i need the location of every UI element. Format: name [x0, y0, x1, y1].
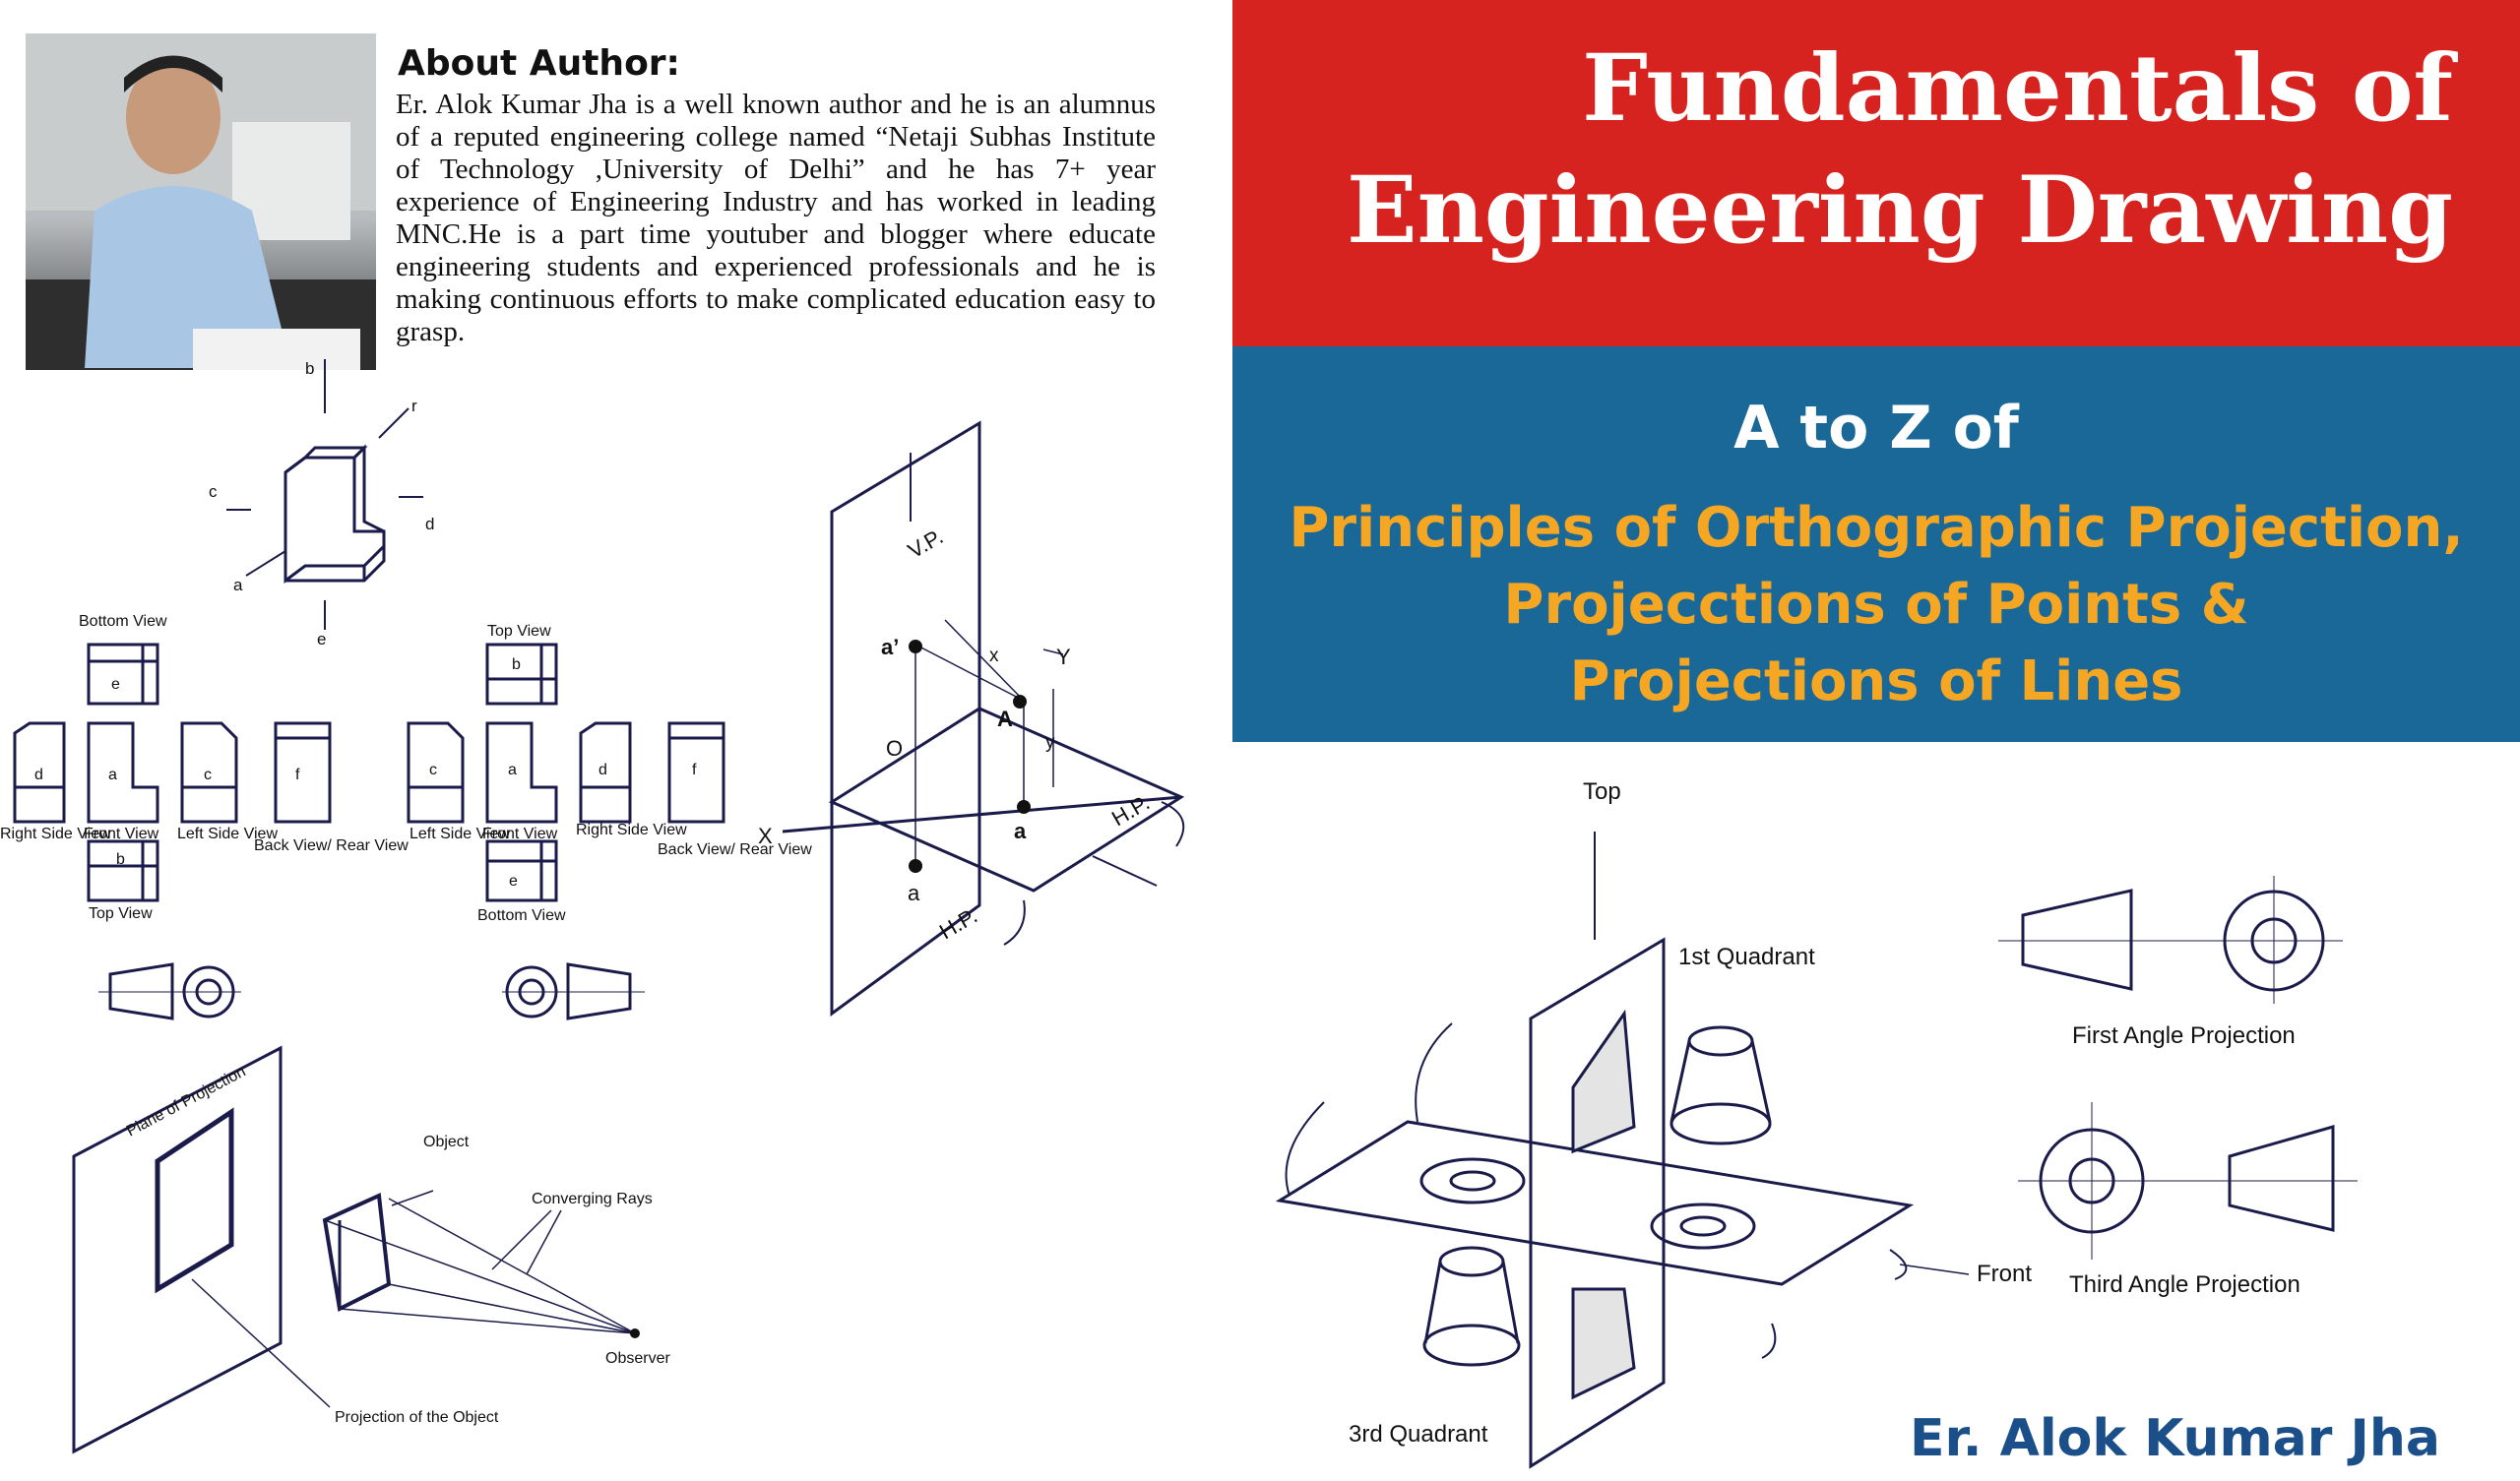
y-axis-label: Y	[1056, 645, 1071, 669]
subtitle-line-2: Projecctions of Points &	[1503, 573, 2249, 637]
y-distance-label: y	[1045, 732, 1055, 753]
subtitle-heading: A to Z of	[1733, 394, 2019, 463]
point-markers	[909, 640, 1031, 873]
first-angle-views	[13, 643, 332, 902]
fa-bottom-face: e	[111, 676, 120, 693]
a-bottom-label: a	[908, 881, 920, 905]
ta-top-face: b	[512, 656, 521, 673]
fa-right-face: d	[34, 767, 43, 783]
block-direction-arrows	[226, 359, 423, 630]
third-angle-symbol-small	[502, 962, 645, 1020]
fa-front-label: Front View	[84, 826, 159, 842]
ta-top-label: Top View	[487, 623, 551, 640]
vp-label: V.P.	[904, 524, 947, 563]
ta-left-face: c	[429, 762, 437, 778]
fa-left-face: c	[204, 767, 212, 783]
title-line-1: Fundamentals of	[1582, 34, 2453, 143]
origin-label: O	[886, 736, 903, 761]
diagram-labels: b r c d a e Bottom View e Right Side Vie…	[0, 359, 2300, 1448]
fa-top-face: b	[116, 851, 125, 868]
block-label-r: r	[411, 397, 417, 415]
ta-bottom-label: Bottom View	[477, 907, 566, 924]
first-angle-projection-label: First Angle Projection	[2072, 1022, 2296, 1049]
third-angle-views	[407, 643, 725, 902]
fa-back-face: f	[295, 767, 300, 783]
block-label-a: a	[233, 576, 243, 594]
quadrant-diagram	[1275, 832, 1970, 1469]
A-label: A	[997, 707, 1013, 731]
author-name: Er. Alok Kumar Jha	[1910, 1409, 2440, 1468]
subtitle-line-3: Projections of Lines	[1569, 649, 2183, 713]
first-quadrant-label: 1st Quadrant	[1678, 944, 1815, 970]
a-prime-label: a’	[881, 635, 899, 659]
title-banner	[1232, 0, 2520, 346]
fa-back-label: Back View/ Rear View	[254, 837, 409, 854]
about-author-heading: About Author:	[398, 43, 680, 84]
ta-back-face: f	[692, 762, 697, 778]
block-label-c: c	[209, 482, 218, 501]
observer-point	[630, 1328, 640, 1338]
third-angle-symbol	[2018, 1102, 2358, 1260]
block-label-e: e	[317, 630, 326, 648]
fa-bottom-view-label: Bottom View	[79, 613, 167, 630]
isometric-block	[284, 444, 386, 584]
projection-of-object-label: Projection of the Object	[335, 1409, 499, 1426]
subtitle-lines: Principles of Orthographic Projection, P…	[1232, 490, 2520, 720]
hp-top-label: H.P.	[1107, 790, 1154, 832]
ta-back-label: Back View/ Rear View	[658, 841, 812, 858]
observer-label: Observer	[605, 1350, 670, 1367]
x-axis-label: X	[758, 824, 773, 848]
block-label-b: b	[305, 359, 314, 378]
ta-right-side-label: Right Side View	[576, 822, 687, 838]
perspective-diagram	[72, 1045, 636, 1454]
front-label: Front	[1977, 1261, 2032, 1287]
a-hp-label: a	[1014, 819, 1027, 843]
subtitle-line-1: Principles of Orthographic Projection,	[1289, 496, 2464, 560]
third-angle-projection-label: Third Angle Projection	[2069, 1271, 2300, 1298]
subtitle-banner	[1232, 346, 2520, 742]
first-angle-symbol-small	[98, 962, 241, 1020]
converging-rays-label: Converging Rays	[532, 1191, 653, 1207]
fa-left-side-label: Left Side View	[177, 826, 278, 842]
block-label-d: d	[425, 515, 434, 533]
ta-front-label: Front View	[482, 826, 558, 842]
ta-front-face: a	[508, 762, 517, 778]
first-angle-symbol	[1998, 876, 2343, 1004]
point-projection-diagram	[782, 420, 1185, 1017]
third-quadrant-label: 3rd Quadrant	[1349, 1421, 1488, 1448]
fa-top-label: Top View	[89, 905, 153, 922]
top-label: Top	[1583, 778, 1621, 805]
about-author-body: Er. Alok Kumar Jha is a well known autho…	[396, 89, 1156, 347]
book-title: Fundamentals of Engineering Drawing	[1232, 28, 2453, 272]
ta-left-side-label: Left Side View	[410, 826, 510, 842]
ta-right-face: d	[598, 762, 607, 778]
author-photo	[26, 33, 376, 370]
object-label: Object	[423, 1134, 470, 1150]
title-line-2: Engineering Drawing	[1346, 156, 2453, 265]
x-distance-label: x	[989, 646, 999, 666]
fa-right-side-label: Right Side View	[0, 826, 111, 842]
ta-bottom-face: e	[509, 873, 518, 890]
fa-front-face: a	[108, 767, 117, 783]
